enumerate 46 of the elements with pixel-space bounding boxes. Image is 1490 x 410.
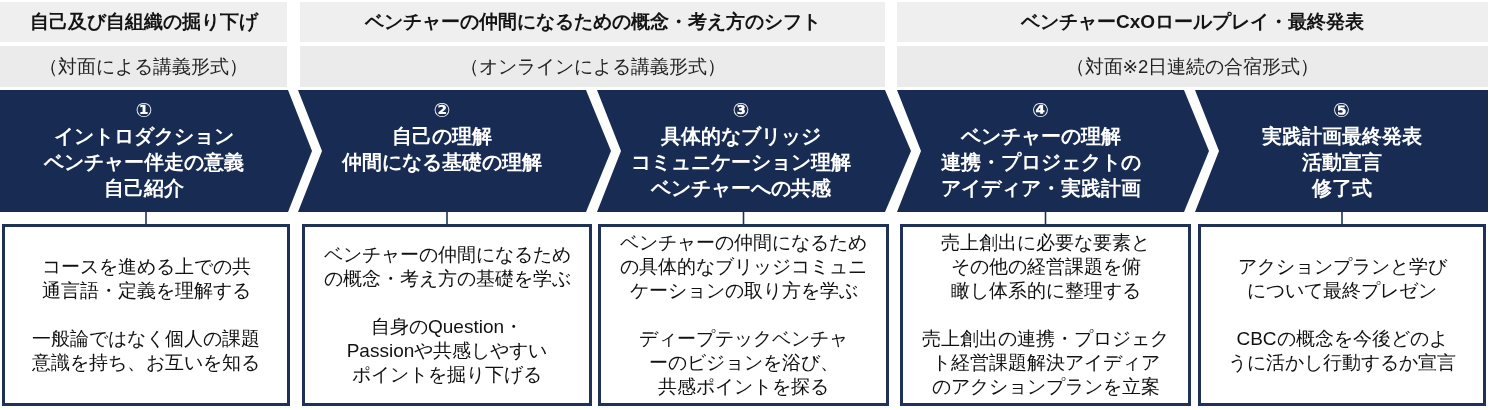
description-text: 一般論ではなく個人の課題意識を持ち、お互いを知る [31, 327, 261, 375]
format-label: （オンラインによる講義形式） [459, 55, 726, 79]
description-text: CBCの概念を今後どのように活かし行動するか宣言 [1227, 327, 1457, 375]
description-text: 売上創出に必要な要素とその他の経営課題を俯瞰し体系的に整理する [940, 231, 1151, 303]
step-title: イントロダクション [54, 125, 234, 147]
format-label: （対面による講義形式） [39, 55, 248, 79]
step-number: ③ [732, 99, 750, 121]
step-title: 活動宣言 [1301, 151, 1382, 173]
description-text: ディープテックベンチャーのビジョンを浴び、共感ポイントを探る [638, 327, 849, 399]
step-title: 仲間になる基礎の理解 [342, 151, 542, 173]
step-title: ベンチャーの理解 [960, 125, 1121, 147]
description-box [302, 224, 592, 406]
step-title: 修了式 [1311, 177, 1372, 199]
step-number: ④ [1032, 99, 1049, 121]
step-title: 具体的なブリッジ [661, 125, 821, 147]
chevron-arrow [885, 90, 911, 212]
phase-title: 自己及び自組織の掘り下げ [29, 10, 258, 34]
format-label: （対面※2日連続の合宿形式） [1065, 55, 1320, 79]
description-text: 売上創出の連携・プロジェクト経営課題解決アイディアのアクションプランを立案 [921, 327, 1170, 399]
description-text: コースを進める上での共通言語・定義を理解する [40, 255, 252, 303]
description-text: ベンチャーの仲間になるための具体的なブリッジコミュニケーションの取り方を学ぶ [619, 231, 868, 303]
description-text: 自身のQuestion・Passionや共感しやすいポイントを掘り下げる [345, 315, 549, 387]
step-number: ⑤ [1333, 99, 1350, 121]
description-box [1198, 224, 1486, 406]
step-number: ① [135, 99, 153, 121]
step-title: 自己紹介 [104, 177, 184, 199]
step-title: ベンチャー伴走の意義 [44, 151, 244, 173]
description-text: ベンチャーの仲間になるための概念・考え方の基礎を学ぶ [322, 243, 572, 291]
connector-line [145, 211, 147, 225]
description-box [2, 224, 290, 406]
step-title: 自己の理解 [392, 125, 492, 147]
step-title: 連携・プロジェクトのアイディア・実践計画 [940, 151, 1141, 199]
step-title: コミュニケーション理解 [631, 151, 851, 173]
description-box [598, 224, 889, 406]
chevron-arrow [1184, 90, 1209, 212]
connector-line [446, 211, 448, 225]
step-number: ② [433, 99, 451, 121]
step-title: 実践計画最終発表 [1261, 125, 1422, 147]
connector-line [1341, 211, 1343, 225]
phase-title: ベンチャーCxOロールプレイ・最終発表 [1020, 10, 1365, 34]
description-box [900, 224, 1191, 406]
description-text: アクションプランと学びについて最終プレゼン [1236, 255, 1448, 303]
phase-title: ベンチャーの仲間になるための概念・考え方のシフト [364, 10, 821, 34]
chevron-arrow [586, 90, 611, 212]
chevron-arrow [288, 90, 312, 212]
step-title: ベンチャーへの共感 [651, 177, 831, 199]
